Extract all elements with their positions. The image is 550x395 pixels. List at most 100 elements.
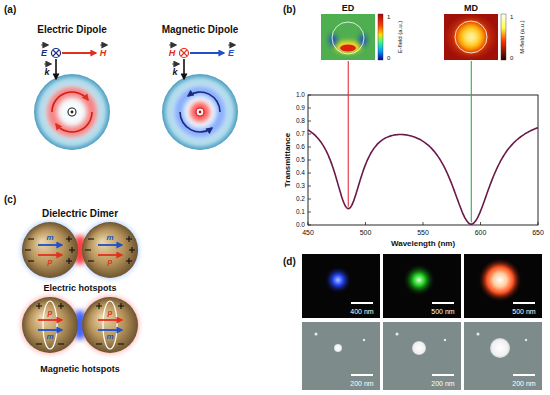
axis-tick: 550	[417, 229, 429, 236]
dipole-symbol: p	[48, 309, 53, 317]
field-vectors-part	[41, 45, 48, 46]
dielectric-dimer-part	[38, 319, 62, 321]
colorbar-label: E-field (a.u.)	[397, 21, 403, 54]
dielectric-dimer-part	[81, 296, 139, 354]
hotspot-caption: Electric hotspots	[43, 284, 116, 293]
dielectric-dimer-part	[36, 343, 42, 344]
electric-dipole-sphere-part	[71, 111, 74, 114]
dielectric-dimer-part	[88, 238, 94, 239]
transmittance-chart-part	[308, 95, 311, 96]
vector-symbol: H	[169, 49, 176, 58]
dielectric-dimer-part	[82, 297, 138, 353]
dielectric-dimer-part	[43, 301, 57, 349]
dielectric-dimer-part	[82, 222, 138, 278]
axis-tick: 0.8	[296, 118, 305, 125]
axis-tick: 450	[302, 229, 314, 236]
scattering-images-part	[383, 254, 461, 318]
sem-images-part	[315, 333, 318, 336]
map-title: ED	[342, 4, 355, 13]
transmittance-chart-part	[308, 128, 538, 224]
axis-tick: 0.5	[296, 157, 305, 164]
md-field-map-part	[444, 14, 498, 60]
dielectric-dimer-part	[25, 249, 31, 250]
dipole-symbol: m	[46, 234, 53, 242]
magnetic-dipole-sphere-part	[190, 102, 210, 122]
dielectric-dimer	[21, 296, 139, 354]
colorbar-tick: 1	[387, 14, 390, 20]
electric-dipole-sphere	[34, 74, 110, 150]
dielectric-dimer-part	[58, 343, 64, 344]
md-field-map-part	[501, 14, 506, 60]
dielectric-dimer-part	[38, 254, 62, 256]
dielectric-dimer-part	[98, 244, 122, 246]
scale-bar-label: 500 nm	[512, 308, 535, 315]
sem-images-part	[396, 333, 399, 336]
panel-title: Electric Dipole	[37, 25, 106, 35]
sem-images	[302, 322, 542, 390]
sem-images-part	[432, 374, 454, 376]
dielectric-dimer-part	[85, 249, 91, 250]
dipole-symbol: m	[46, 333, 53, 341]
dielectric-dimer-part	[38, 303, 39, 309]
axis-tick: 0.9	[296, 105, 305, 112]
field-vectors-part	[52, 49, 61, 58]
dipole-symbol: m	[106, 234, 113, 242]
dielectric-dimer-part	[128, 236, 129, 242]
axis-tick: 650	[532, 229, 544, 236]
axis-tick: 0.7	[296, 131, 305, 138]
dielectric-dimer-part	[131, 247, 132, 253]
dielectric-dimer-part	[38, 244, 62, 246]
dielectric-dimer-part	[21, 296, 79, 354]
field-vectors	[169, 45, 235, 79]
magnetic-dipole-sphere-part	[179, 91, 221, 133]
scale-bar-label: 200 nm	[350, 380, 373, 387]
sem-images-part	[334, 344, 342, 352]
transmittance-chart-part	[308, 95, 538, 225]
scattering-images-part	[478, 258, 522, 302]
dipole-symbol: p	[108, 309, 113, 317]
axis-tick: 0.4	[296, 170, 305, 177]
panel-letter: (d)	[283, 257, 296, 267]
sem-images-part	[444, 339, 446, 341]
dielectric-dimer-part	[96, 343, 102, 344]
dielectric-dimer-part	[98, 303, 99, 309]
field-vectors-part	[100, 45, 107, 46]
dielectric-dimer-part	[120, 303, 121, 309]
magnetic-dipole-sphere-part	[162, 74, 238, 150]
sem-images-part	[464, 322, 542, 390]
field-vectors-part	[172, 64, 179, 65]
transmittance-chart-part	[308, 121, 311, 122]
transmittance-chart-part	[308, 212, 311, 213]
sem-images-part	[490, 338, 510, 358]
dipole-symbol: m	[106, 333, 113, 341]
magnetic-dipole-sphere-part	[196, 108, 204, 116]
dipole-symbol: p	[108, 258, 113, 266]
transmittance-chart-part	[348, 61, 349, 207]
dielectric-dimer-part	[22, 222, 78, 278]
scale-bar-label: 200 nm	[431, 380, 454, 387]
field-vectors-part	[62, 52, 96, 54]
ed-field-map-part	[332, 22, 364, 54]
scattering-images-part	[324, 266, 352, 294]
electric-dipole-sphere-part	[52, 92, 92, 132]
ed-field-map-part	[321, 14, 375, 60]
colorbar-tick: 0	[387, 55, 390, 61]
field-vectors-part	[169, 45, 176, 46]
ed-field-map-part	[340, 45, 356, 52]
panel-letter: (a)	[4, 5, 16, 15]
sem-images-part	[477, 333, 480, 336]
colorbar-label: M-field (a.u.)	[519, 20, 525, 54]
dielectric-dimer-part	[81, 221, 139, 279]
md-field-map-part	[455, 21, 487, 53]
transmittance-chart-part	[308, 160, 311, 161]
dielectric-dimer-part	[98, 254, 122, 256]
sem-images-part	[302, 322, 380, 390]
transmittance-chart-part	[538, 222, 539, 225]
field-vectors-part	[53, 50, 59, 56]
transmittance-chart	[308, 61, 538, 225]
transmittance-chart-part	[308, 199, 311, 200]
dielectric-dimer	[21, 221, 139, 279]
axis-tick: 500	[360, 229, 372, 236]
